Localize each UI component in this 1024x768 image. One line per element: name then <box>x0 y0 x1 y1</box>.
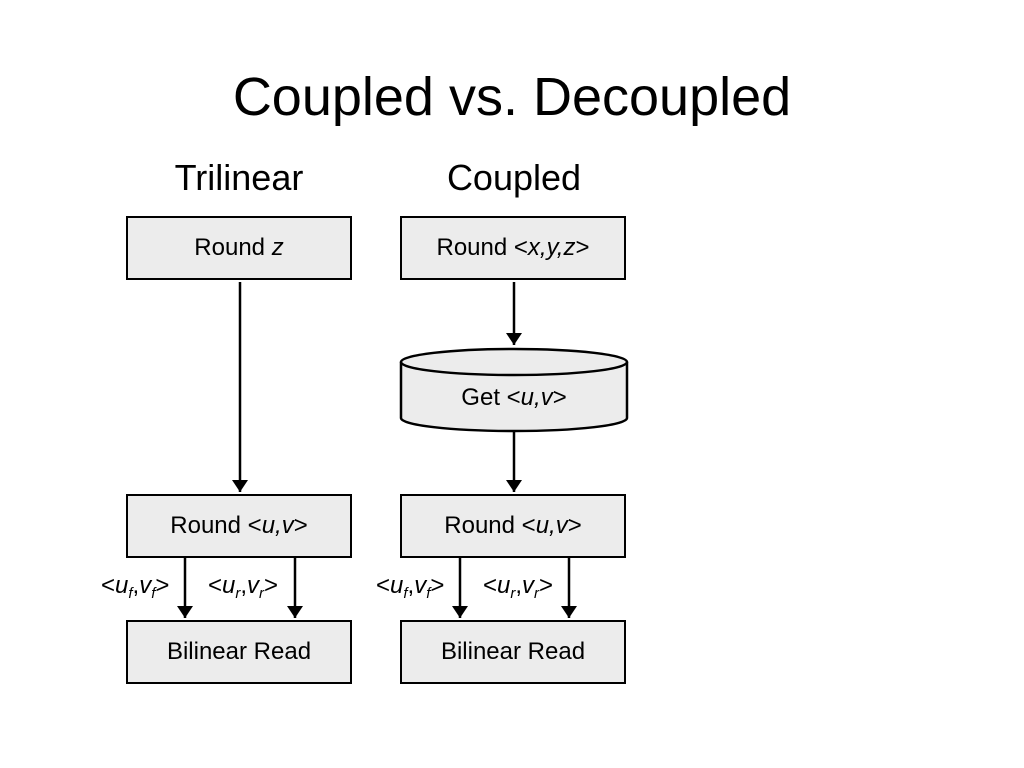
label-u-sub: f <box>128 585 133 602</box>
label-close-bracket: > <box>264 572 279 599</box>
left-round-uv-prefix: Round < <box>170 512 262 539</box>
right-round-uv-suffix: > <box>567 512 582 539</box>
round-z-prefix: Round <box>194 234 272 261</box>
label-v: v <box>414 572 427 599</box>
label-comma: , <box>515 572 523 599</box>
right-bilinear-read-box: Bilinear Read <box>400 620 626 684</box>
label-v-sub: f <box>151 585 156 602</box>
get-uv-var: u,v <box>520 384 553 411</box>
round-xyz-var: x,y,z <box>527 234 576 261</box>
label-open-bracket: < <box>376 572 391 599</box>
label-u: u <box>390 572 404 599</box>
label-close-bracket: > <box>430 572 445 599</box>
get-uv-suffix: > <box>552 384 567 411</box>
right-round-uv-prefix: Round < <box>444 512 536 539</box>
slide-title: Coupled vs. Decoupled <box>232 67 792 127</box>
right-round-uv-var: u,v <box>535 512 568 539</box>
left-round-uv-var: u,v <box>261 512 294 539</box>
round-z-box: Round z <box>126 216 352 280</box>
get-uv-label: Get <u,v> <box>400 366 628 430</box>
left-round-uv-suffix: > <box>293 512 308 539</box>
label-v-sub: r <box>534 585 540 602</box>
round-z-var: z <box>271 234 284 261</box>
label-close-bracket: > <box>539 572 554 599</box>
label-open-bracket: < <box>483 572 498 599</box>
label-v: v <box>247 572 260 599</box>
label-open-bracket: < <box>208 572 223 599</box>
round-xyz-box: Round <x,y,z> <box>400 216 626 280</box>
left-rear-coords-label: <ur,vr> <box>208 572 279 602</box>
label-open-bracket: < <box>101 572 116 599</box>
label-u: u <box>497 572 511 599</box>
label-v: v <box>139 572 152 599</box>
label-comma: , <box>132 572 140 599</box>
left-bilinear-read-box: Bilinear Read <box>126 620 352 684</box>
trilinear-heading: Trilinear <box>174 157 304 198</box>
get-uv-drum <box>399 347 629 433</box>
label-close-bracket: > <box>155 572 170 599</box>
label-v-sub: r <box>259 585 265 602</box>
label-u-sub: f <box>403 585 408 602</box>
get-uv-prefix: Get < <box>461 384 521 411</box>
label-v: v <box>522 572 535 599</box>
label-v-sub: f <box>426 585 431 602</box>
label-comma: , <box>240 572 248 599</box>
label-u: u <box>222 572 236 599</box>
left-front-coords-label: <uf,vf> <box>101 572 170 602</box>
right-front-coords-label: <uf,vf> <box>376 572 445 602</box>
round-xyz-suffix: > <box>575 234 590 261</box>
coupled-heading: Coupled <box>446 157 582 198</box>
round-xyz-prefix: Round < <box>436 234 528 261</box>
label-u-sub: r <box>510 585 516 602</box>
right-rear-coords-label: <ur,vr> <box>483 572 554 602</box>
left-round-uv-box: Round <u,v> <box>126 494 352 558</box>
label-u: u <box>115 572 129 599</box>
right-round-uv-box: Round <u,v> <box>400 494 626 558</box>
label-u-sub: r <box>235 585 241 602</box>
label-comma: , <box>407 572 415 599</box>
